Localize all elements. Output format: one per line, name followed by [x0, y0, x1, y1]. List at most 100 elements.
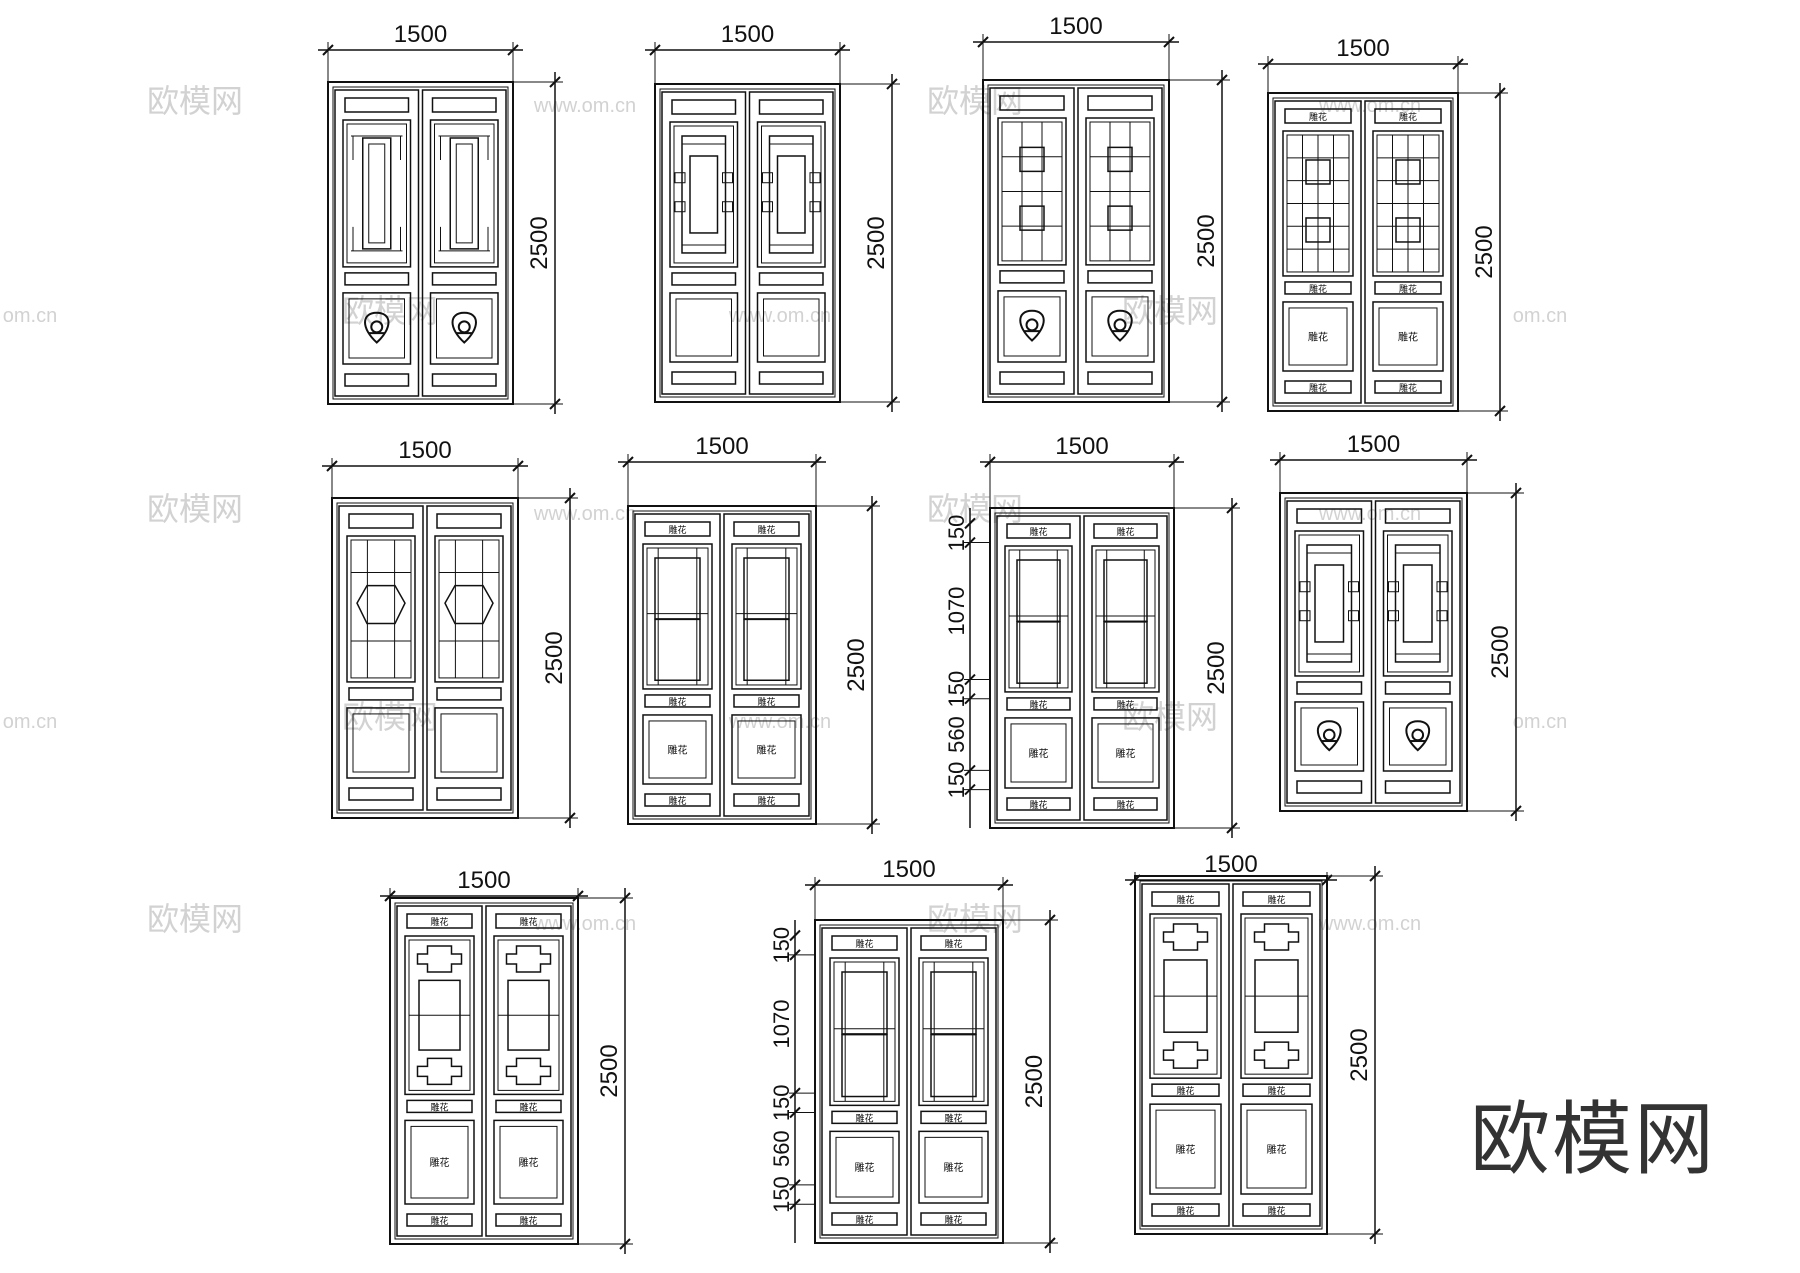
lower-panel-inner	[1378, 307, 1438, 366]
lower-panel-inner	[1010, 723, 1067, 783]
top-panel	[758, 99, 824, 115]
door-frame	[989, 507, 1175, 829]
lattice-frame	[756, 121, 826, 268]
dimension-tick	[1216, 74, 1228, 86]
dimension-tick	[549, 398, 561, 410]
lattice-frame	[1091, 545, 1160, 693]
lattice-frame	[1294, 530, 1365, 677]
medallion-ornament	[1316, 720, 1342, 752]
dimension-tick	[1510, 805, 1522, 817]
lattice-inner-frame	[673, 125, 734, 264]
top-panel	[644, 521, 711, 537]
lower-panel-inner	[675, 298, 732, 357]
door-leaf	[723, 513, 810, 817]
fret-outer	[681, 135, 727, 254]
lower-panel	[1091, 717, 1160, 789]
square-lower	[841, 1033, 888, 1098]
height-dimension-label: 2500	[1203, 641, 1230, 694]
lower-panel-inner	[924, 1136, 983, 1198]
height-dimension-label: 2500	[1346, 1028, 1373, 1081]
lattice-frame	[1372, 130, 1444, 277]
lattice-frame	[731, 543, 802, 690]
carving-label: 雕花	[1399, 382, 1417, 393]
medallion-ornament	[1019, 309, 1045, 342]
watermark-cn: 欧模网	[1122, 699, 1218, 735]
mid-panel	[999, 270, 1065, 284]
lower-panel-inner	[499, 1125, 558, 1199]
cross-ornament	[1162, 1041, 1209, 1069]
lower-panel	[829, 1130, 900, 1204]
grid-square	[1019, 205, 1045, 231]
top-panel	[348, 513, 414, 529]
watermark-url: www.om.cn	[1318, 503, 1421, 525]
cross-ornament	[505, 945, 552, 973]
fret-hook	[1348, 581, 1359, 593]
watermark-url-partial: om.cn	[3, 711, 57, 733]
door-frame-inner	[394, 902, 574, 1240]
dimension-tick	[789, 1179, 801, 1191]
dimension-tick	[789, 1087, 801, 1099]
lattice-frame	[1004, 545, 1073, 693]
fret-center	[689, 155, 719, 234]
door-frame	[1267, 92, 1459, 412]
mid-panel	[758, 272, 824, 286]
carving-label: 雕花	[1309, 382, 1327, 393]
carving-label: 雕花	[430, 1215, 448, 1226]
octagon	[444, 584, 494, 625]
dimension-tick	[886, 78, 898, 90]
mid-panel	[1151, 1083, 1220, 1097]
height-dimension-label: 2500	[1471, 225, 1498, 278]
mid-panel	[920, 1110, 987, 1125]
carving-label: 雕花	[668, 524, 686, 535]
dimension-tick	[1461, 454, 1473, 466]
height-dimension-label: 2500	[863, 216, 890, 269]
carving-label: 雕花	[1398, 330, 1418, 343]
watermark-url: www.om.cn	[533, 503, 636, 525]
carving-label: 雕花	[1029, 747, 1049, 760]
carving-label: 雕花	[1116, 699, 1134, 710]
lower-panel	[1149, 1103, 1222, 1195]
grid-square	[1107, 205, 1133, 231]
lower-panel-inner	[835, 1136, 894, 1198]
door-leaf	[485, 905, 572, 1237]
dimension-tick	[1129, 874, 1141, 886]
lower-panel	[756, 292, 826, 363]
lattice-frame	[1085, 117, 1155, 266]
bottom-panel	[1374, 380, 1442, 394]
lower-panel	[1282, 301, 1354, 372]
lattice-frame	[997, 117, 1067, 266]
medallion-ornament	[1107, 309, 1133, 342]
lower-panel	[918, 1130, 989, 1204]
segment-dimension-label: 150	[769, 927, 794, 964]
door-leaf	[1364, 100, 1452, 404]
lattice-inner-frame	[1387, 534, 1449, 673]
dimension-tick	[964, 536, 976, 549]
brand-logo: 欧模网	[1470, 1093, 1716, 1186]
carving-label: 雕花	[1116, 526, 1134, 537]
top-panel	[831, 935, 898, 951]
lower-panel	[642, 714, 713, 785]
bottom-panel	[733, 793, 800, 807]
carving-label: 雕花	[1176, 1085, 1194, 1096]
mid-panel	[495, 1099, 562, 1114]
carving-label: 雕花	[855, 1112, 873, 1123]
top-panel	[920, 935, 987, 951]
lattice-inner-frame	[434, 123, 495, 264]
medallion-core	[1025, 318, 1039, 332]
square-upper	[841, 971, 888, 1035]
fret-hook	[1436, 581, 1448, 593]
dimension-tick	[1494, 405, 1506, 417]
segment-dimension-label: 150	[944, 762, 969, 799]
bottom-panel	[1284, 380, 1352, 394]
dimension-tick	[977, 36, 989, 48]
dimension-tick	[322, 44, 334, 56]
carving-label: 雕花	[855, 1161, 875, 1174]
top-panel	[495, 913, 562, 929]
lower-panel-inner	[436, 298, 493, 359]
watermark-url: www.om.cn	[1318, 913, 1421, 935]
bottom-panel	[920, 1212, 987, 1226]
dimension-tick	[789, 949, 801, 961]
mid-panel	[344, 272, 410, 286]
